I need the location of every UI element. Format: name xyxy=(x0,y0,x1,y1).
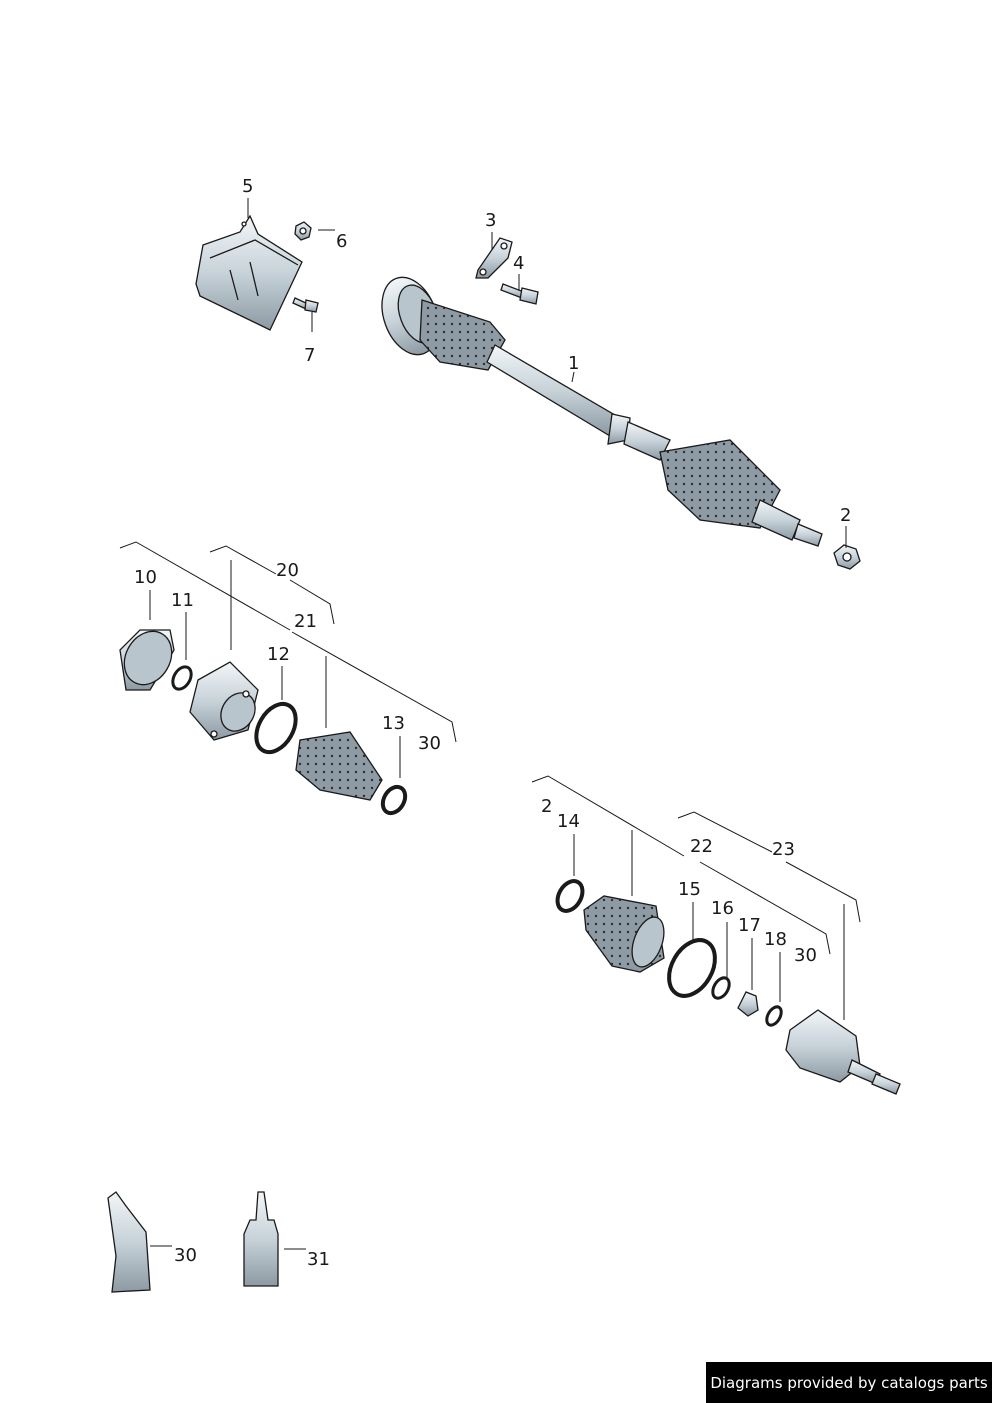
callout-10[interactable]: 10 xyxy=(134,567,157,588)
callout-12[interactable]: 12 xyxy=(267,644,290,665)
nut-part-2-upper[interactable] xyxy=(833,544,861,570)
callout-31[interactable]: 31 xyxy=(307,1249,330,1270)
outer-joint-part-23[interactable] xyxy=(785,1009,901,1095)
callout-15[interactable]: 15 xyxy=(678,879,701,900)
callout-22[interactable]: 22 xyxy=(690,836,713,857)
callout-13[interactable]: 13 xyxy=(382,713,405,734)
callout-1[interactable]: 1 xyxy=(568,353,580,374)
callout-11[interactable]: 11 xyxy=(171,590,194,611)
credit-banner: Diagrams provided by catalogs parts xyxy=(706,1362,992,1403)
bolt-part-4[interactable] xyxy=(500,283,539,305)
boot-upper-assembly[interactable] xyxy=(295,731,383,801)
callout-17[interactable]: 17 xyxy=(738,915,761,936)
washer-part-17[interactable] xyxy=(737,991,759,1017)
callout-30-lower[interactable]: 30 xyxy=(794,945,817,966)
callout-18[interactable]: 18 xyxy=(764,929,787,950)
callout-2-lower[interactable]: 2 xyxy=(541,796,553,817)
cv-joint-housing[interactable] xyxy=(189,661,262,741)
lock-plate-part-3[interactable] xyxy=(475,237,513,279)
drive-shaft-part-1[interactable] xyxy=(372,270,823,547)
callout-6[interactable]: 6 xyxy=(336,231,348,252)
heat-shield-part-5[interactable] xyxy=(195,214,303,331)
leader-lines xyxy=(119,198,861,1250)
callout-2-upper[interactable]: 2 xyxy=(840,505,852,526)
callout-20[interactable]: 20 xyxy=(276,560,299,581)
grease-tube-part-30[interactable] xyxy=(107,1191,151,1293)
clamp-part-14[interactable] xyxy=(552,877,587,916)
sealant-bottle-part-31[interactable] xyxy=(243,1191,279,1287)
cover-part-10[interactable] xyxy=(115,623,181,693)
circlip-part-11[interactable] xyxy=(169,664,195,693)
callout-16[interactable]: 16 xyxy=(711,898,734,919)
callout-4[interactable]: 4 xyxy=(513,253,525,274)
ring-part-16[interactable] xyxy=(709,975,732,1001)
clamp-part-13[interactable] xyxy=(378,783,409,817)
callout-30-tube[interactable]: 30 xyxy=(174,1245,197,1266)
callout-14[interactable]: 14 xyxy=(557,811,580,832)
bolt-part-7[interactable] xyxy=(292,297,319,313)
circlip-part-18[interactable] xyxy=(764,1004,784,1027)
nut-part-6[interactable] xyxy=(294,221,312,241)
callout-21[interactable]: 21 xyxy=(294,611,317,632)
callout-5[interactable]: 5 xyxy=(242,176,254,197)
callout-30-upper[interactable]: 30 xyxy=(418,733,441,754)
callout-7[interactable]: 7 xyxy=(304,345,316,366)
clamp-part-12[interactable] xyxy=(248,697,303,759)
callout-23[interactable]: 23 xyxy=(772,839,795,860)
boot-lower-assembly[interactable] xyxy=(583,895,670,973)
clamp-part-15[interactable] xyxy=(660,932,725,1004)
callout-3[interactable]: 3 xyxy=(485,210,497,231)
